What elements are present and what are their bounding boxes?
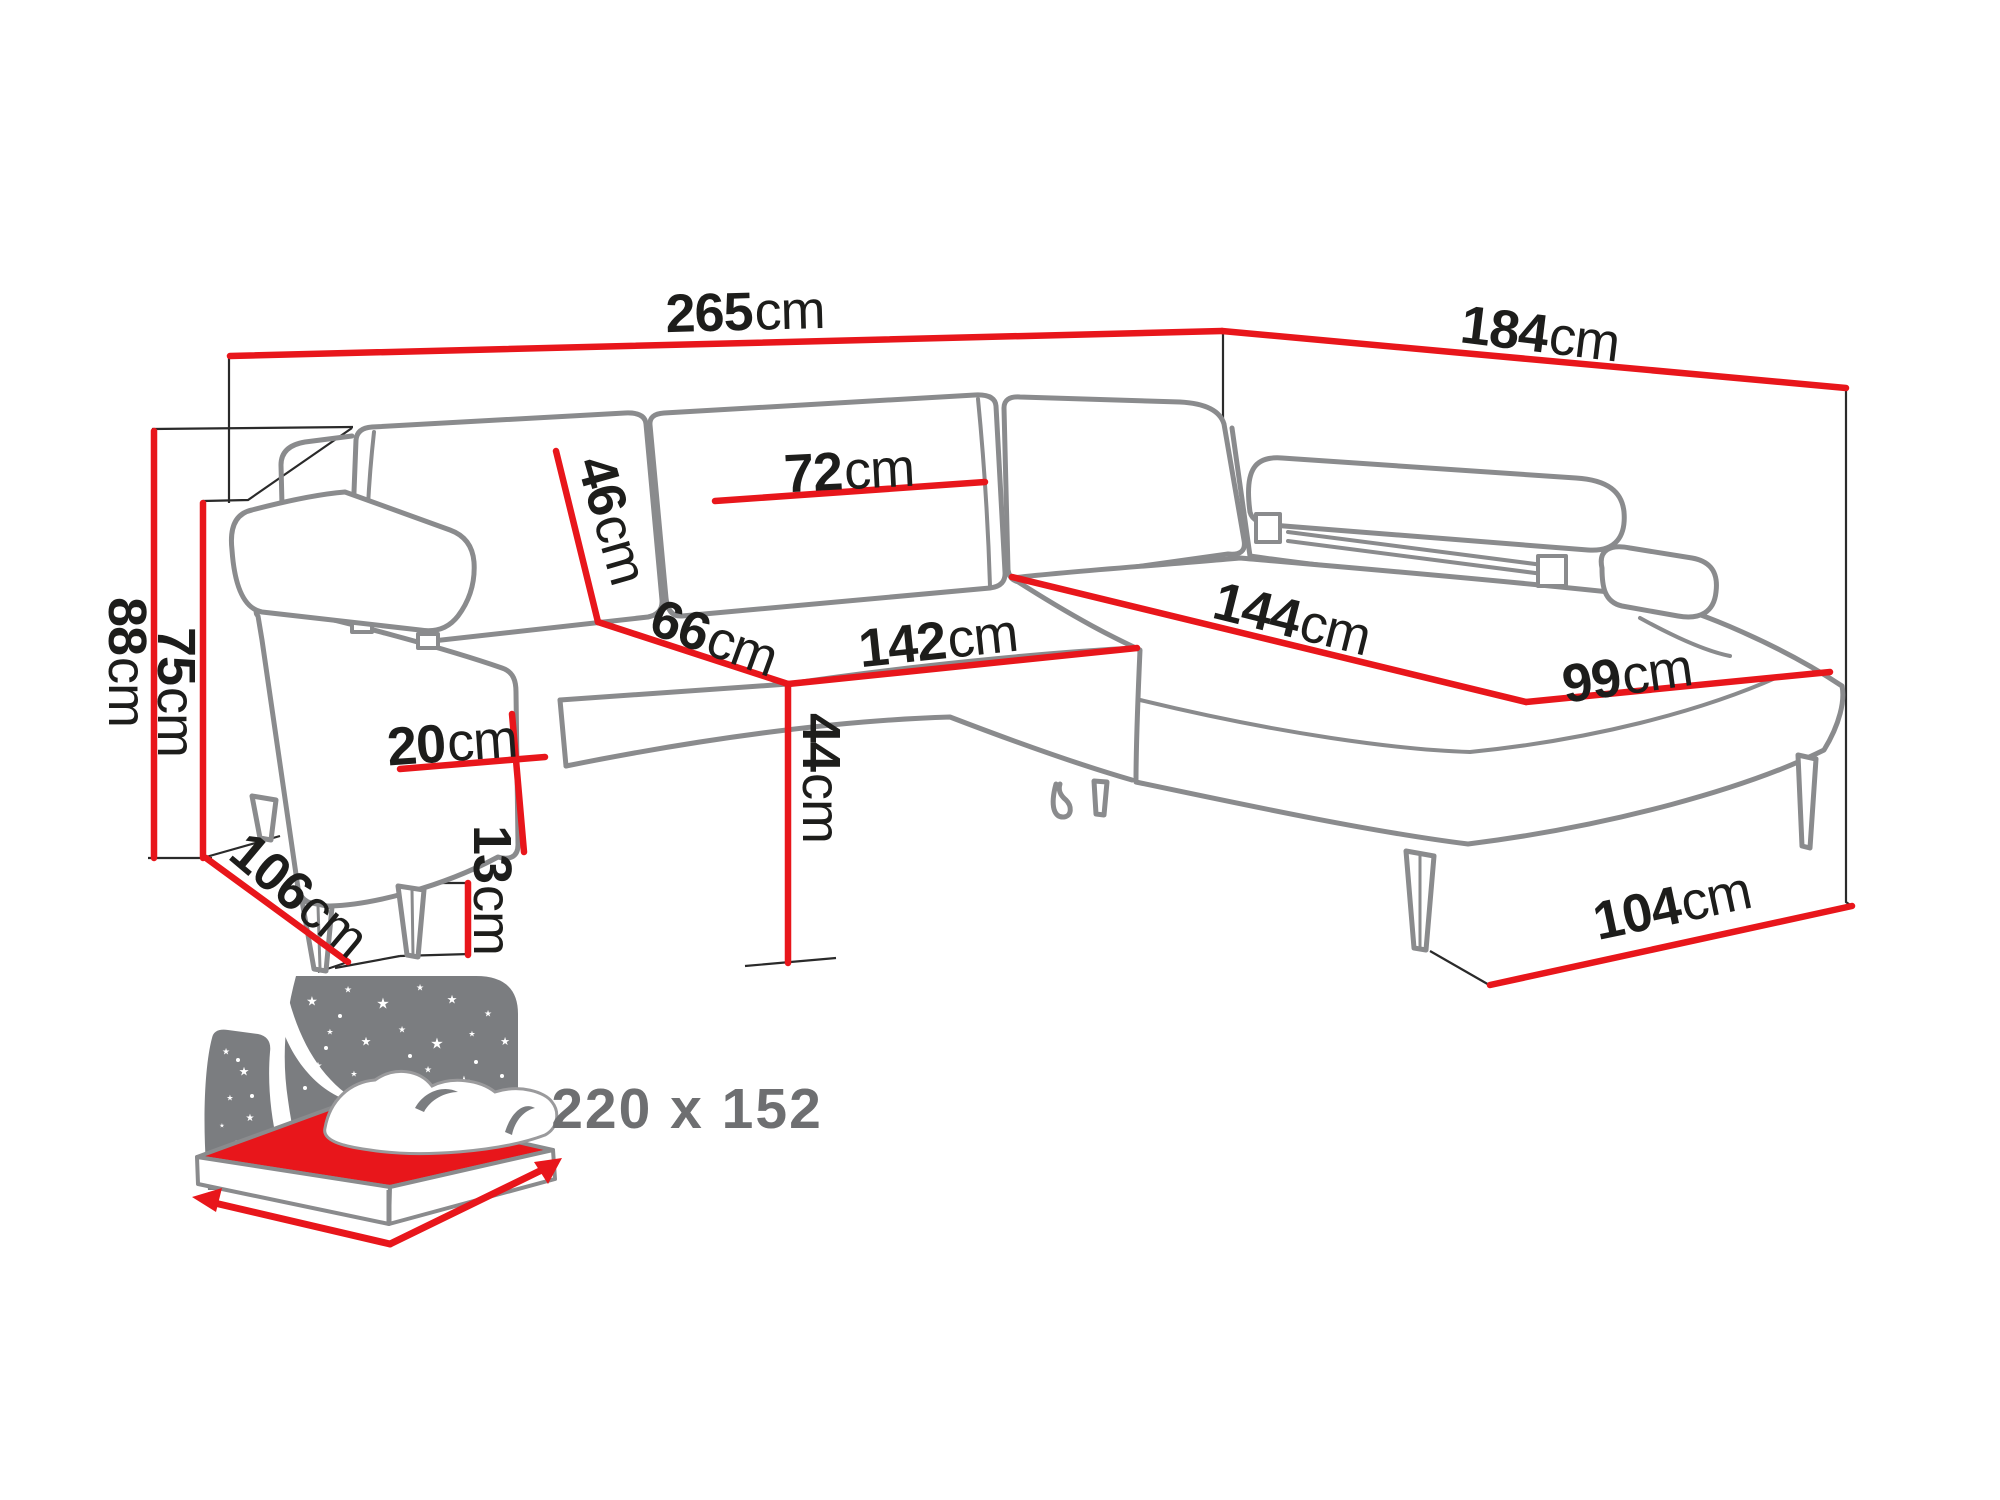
svg-text:★: ★: [376, 995, 389, 1013]
svg-text:★: ★: [326, 1028, 333, 1037]
back-cushion-middle: [647, 392, 1008, 619]
dimension-lines: [150, 327, 1856, 989]
dim-frame-height: 75cm: [146, 626, 206, 758]
dim-total-depth-value: 184: [1457, 294, 1552, 365]
duvet: [323, 1069, 559, 1155]
line-265: [226, 327, 1226, 360]
svg-text:★: ★: [226, 1094, 233, 1103]
dim-seat-width-value: 142: [855, 610, 949, 680]
line-142: [784, 644, 1141, 688]
bed-size-arrows: [192, 1158, 562, 1248]
svg-text:★: ★: [430, 1035, 443, 1053]
svg-text:★: ★: [219, 1123, 224, 1130]
svg-text:★: ★: [424, 1066, 432, 1076]
line-72: [711, 478, 989, 505]
dim-frame-height-value: 75: [146, 626, 206, 686]
svg-text:★: ★: [468, 1030, 475, 1039]
dim-back-cushion-width: 72cm: [782, 437, 916, 505]
svg-text:★: ★: [416, 984, 424, 994]
svg-text:★: ★: [344, 986, 352, 996]
pad-connector-right: [416, 632, 440, 650]
sleeping-function-icon: ★ ★ ★ ★ ★ ★ ★ ★ ★ ★ ★ ★ ★ ★ ★ ★ ★ ★ ★ ★: [192, 976, 562, 1248]
dim-total-width-value: 265: [664, 281, 754, 345]
svg-text:★: ★: [222, 1048, 230, 1058]
bolster-bracket-left: [1254, 512, 1282, 544]
svg-text:★: ★: [306, 995, 318, 1010]
duvet-fold-1: [415, 1088, 458, 1112]
line-106: [202, 854, 352, 966]
svg-text:★: ★: [314, 1061, 323, 1072]
svg-text:★: ★: [239, 1065, 250, 1079]
duvet-fold-2: [505, 1106, 535, 1135]
svg-text:★: ★: [246, 1113, 255, 1124]
leg-seat-straight: [1091, 778, 1110, 818]
line-104: [1486, 902, 1856, 989]
dim-seat-height-value: 44: [791, 712, 851, 772]
bolster-bracket-right: [1536, 554, 1568, 588]
bolster-rail: [1286, 530, 1568, 579]
seat-front-bottom: [563, 714, 1135, 783]
sleeping-area-size: 220 x 152: [551, 1077, 823, 1141]
moon-crescent: [277, 978, 362, 1104]
svg-text:★: ★: [484, 1010, 492, 1020]
line-46: [552, 447, 602, 626]
line-armrest-edge: [508, 710, 528, 856]
dim-armrest-width-value: 20: [385, 713, 448, 778]
line-99: [1522, 668, 1834, 706]
line-20: [396, 753, 549, 773]
dim-leg-height: 13cm: [462, 824, 522, 956]
chaise-back-bolster: [1246, 455, 1627, 553]
back-cushion-right: [1001, 394, 1247, 585]
back-frame-corner: [278, 433, 355, 508]
dim-leg-height-value: 13: [462, 824, 522, 884]
chaise-seam: [1138, 674, 1782, 754]
dim-armrest-width: 20cm: [385, 708, 519, 778]
line-66: [594, 618, 792, 688]
leg-chaise-right: [1795, 752, 1819, 851]
dim-back-cushion-width-value: 72: [782, 441, 844, 505]
chaise-back-wall: [1229, 425, 1253, 559]
dim-total-width: 265cm: [664, 279, 826, 345]
svg-text:★: ★: [500, 1035, 510, 1048]
armrest-headrest-pad: [228, 489, 477, 634]
svg-text:★: ★: [447, 993, 458, 1007]
chaise-headrest-pad: [1598, 544, 1719, 620]
line-184: [1218, 327, 1850, 392]
svg-text:★: ★: [361, 1035, 372, 1049]
leg-rear-left: [249, 793, 279, 843]
dim-chaise-seat-width-value: 99: [1558, 647, 1625, 715]
dim-seat-height: 44cm: [791, 712, 851, 844]
svg-text:★: ★: [350, 1070, 357, 1079]
line-144: [1008, 573, 1530, 706]
leg-seat-hook: [1050, 781, 1073, 820]
svg-text:★: ★: [398, 1026, 406, 1036]
